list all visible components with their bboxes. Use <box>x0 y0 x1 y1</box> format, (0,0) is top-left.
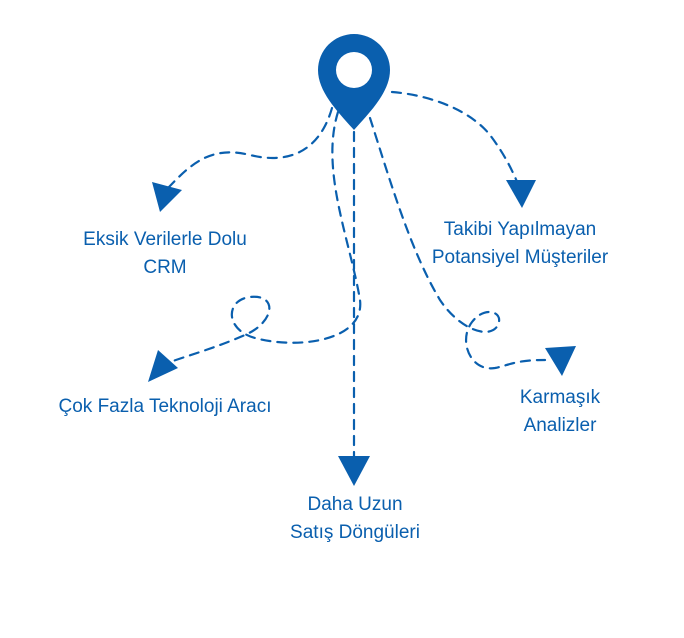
path-to-cok <box>168 110 362 364</box>
label-eksik-verilerle-dolu-crm: Eksik Verilerle Dolu CRM <box>40 226 290 282</box>
label-daha-uzun-satis: Daha Uzun Satış Döngüleri <box>240 491 470 547</box>
path-to-karmasik <box>368 116 547 370</box>
path-to-takibi <box>390 90 520 186</box>
map-pin-icon <box>318 34 390 130</box>
label-karmasik-line2: Analizler <box>523 415 597 436</box>
label-daha-line2: Satış Döngüleri <box>290 522 420 543</box>
label-karmasik-line1: Karmaşık <box>519 387 601 408</box>
label-karmasik-analizler: Karmaşık Analizler <box>480 384 640 440</box>
label-takibi-yapilmayan: Takibi Yapılmayan Potansiyel Müşteriler <box>390 216 650 272</box>
label-crm-line2: CRM <box>143 257 187 278</box>
label-cok-line1: Çok Fazla Teknoloji Aracı <box>58 396 272 417</box>
path-to-crm <box>166 106 334 190</box>
arrowhead-karmasik <box>545 346 576 376</box>
label-daha-line1: Daha Uzun <box>307 494 403 515</box>
label-cok-fazla-teknoloji: Çok Fazla Teknoloji Aracı <box>20 393 310 421</box>
label-takibi-line2: Potansiyel Müşteriler <box>431 247 609 268</box>
arrowhead-daha <box>338 456 370 486</box>
arrowhead-cok <box>148 350 178 382</box>
label-takibi-line1: Takibi Yapılmayan <box>443 219 597 240</box>
label-crm-line1: Eksik Verilerle Dolu <box>83 229 247 250</box>
arrowhead-crm <box>152 182 182 212</box>
arrowhead-takibi <box>506 180 536 208</box>
